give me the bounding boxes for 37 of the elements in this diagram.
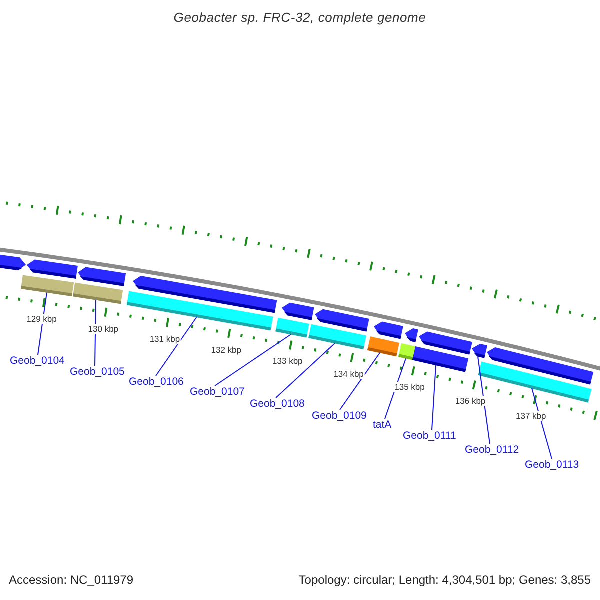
diagram-title: Geobacter sp. FRC-32, complete genome xyxy=(172,10,428,25)
gene-bar xyxy=(21,275,74,296)
leader-line xyxy=(478,356,490,444)
leader-line xyxy=(340,352,380,410)
gene-bar xyxy=(412,346,469,372)
gene-bar xyxy=(368,336,400,357)
scale-label: 135 kbp xyxy=(394,382,426,392)
scale-label: 134 kbp xyxy=(332,368,365,379)
gene-bar xyxy=(276,318,310,338)
gene-label: Geob_0105 xyxy=(70,366,125,379)
gene-bar xyxy=(398,343,416,360)
gene-label: Geob_0111 xyxy=(403,430,456,443)
leader-line xyxy=(156,316,198,376)
gene-bar xyxy=(72,282,124,304)
gene-label: Geob_0112 xyxy=(465,444,520,457)
gene-label: tatA xyxy=(373,419,392,432)
footer-text: Accession: NC_011979 xyxy=(9,573,134,587)
scale-label: 137 kbp xyxy=(515,411,548,422)
footer-text: Topology: circular; Length: 4,304,501 bp; Genes: 3,855 xyxy=(298,573,591,587)
leader-line xyxy=(214,334,292,386)
scale-label: 131 kbp xyxy=(148,334,182,344)
scale-label: 136 kbp xyxy=(454,396,487,406)
gene-label: Geob_0108 xyxy=(250,398,305,411)
leader-line xyxy=(532,388,552,460)
gene-feature xyxy=(472,344,488,358)
gene-label: Geob_0106 xyxy=(129,376,184,389)
gene-label: Geob_0113 xyxy=(525,459,580,472)
scale-label: 129 kbp xyxy=(26,314,58,324)
gene-label: Geob_0109 xyxy=(312,410,367,423)
scale-label: 130 kbp xyxy=(87,324,120,334)
leader-line xyxy=(276,343,336,398)
leader-line xyxy=(432,364,436,430)
scale-label: 133 kbp xyxy=(272,356,304,366)
gene-label: Geob_0107 xyxy=(190,386,245,399)
scale-label: 132 kbp xyxy=(210,344,242,355)
gene-bar xyxy=(126,291,274,331)
gene-label: Geob_0104 xyxy=(10,355,65,368)
